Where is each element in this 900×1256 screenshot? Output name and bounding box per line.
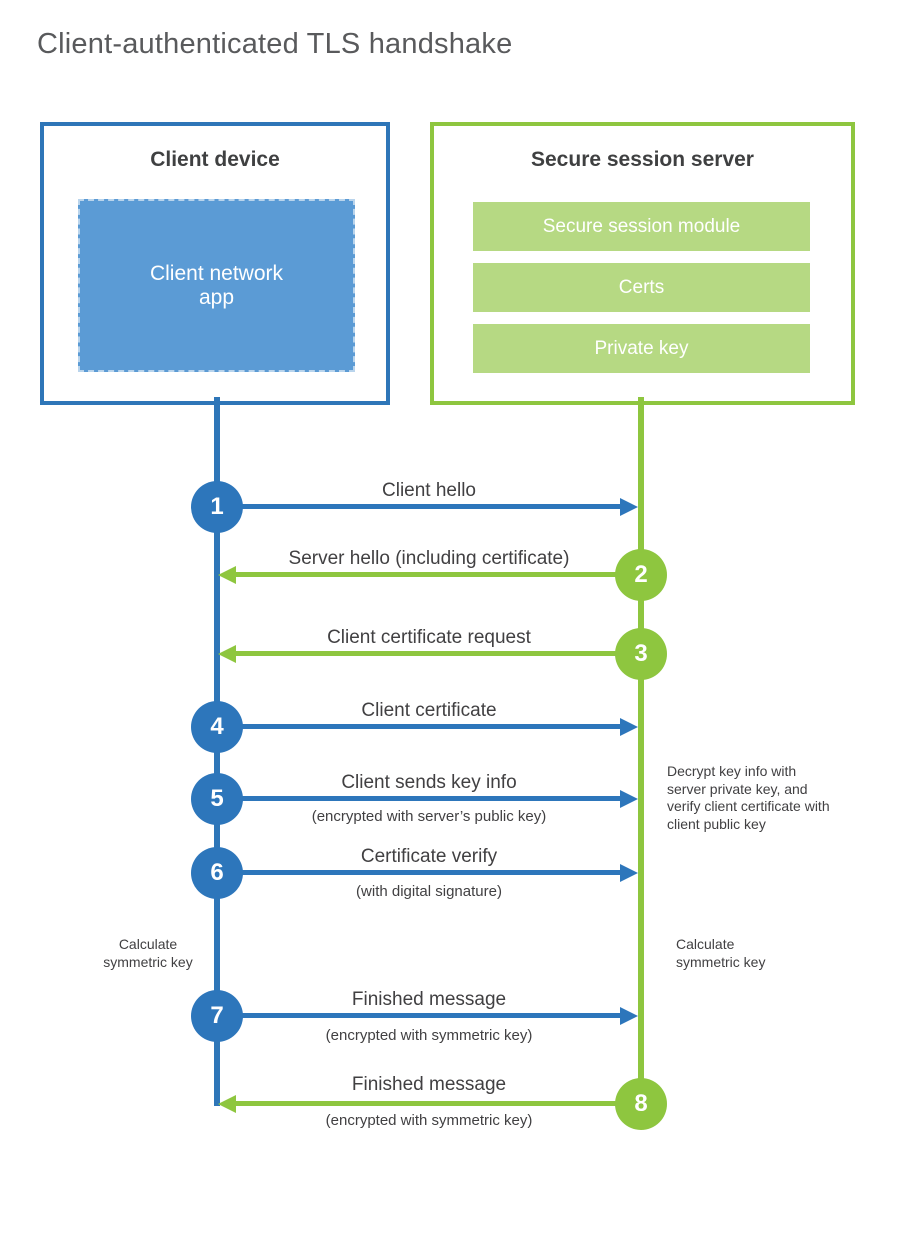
message-label: Client hello <box>382 480 476 501</box>
message-label: Certificate verify <box>360 846 498 867</box>
client-network-app-box: Client network app <box>78 199 355 372</box>
step-circle: 6 <box>191 847 243 899</box>
message-arrow-line <box>236 1101 620 1106</box>
step-number: 7 <box>210 1002 224 1029</box>
message-arrow-line <box>240 504 624 509</box>
message-arrow-line <box>236 651 620 656</box>
server-module-bar: Secure session module <box>473 202 810 251</box>
message-sublabel: (encrypted with symmetric key) <box>325 1112 533 1129</box>
step-number: 4 <box>210 713 224 740</box>
step-circle: 7 <box>191 990 243 1042</box>
message-arrow-line <box>236 572 620 577</box>
step-number: 3 <box>634 640 648 667</box>
step-number: 5 <box>210 785 224 812</box>
message-arrow-head <box>620 718 638 736</box>
step-number: 1 <box>210 493 224 520</box>
step-number: 8 <box>634 1090 648 1117</box>
note-calculate-symmetric-key-server: Calculate symmetric key <box>676 936 766 970</box>
step-circle: 8 <box>615 1078 667 1130</box>
message-sublabel: (encrypted with server’s public key) <box>311 808 547 825</box>
note-decrypt-key-info: Decrypt key info with server private key… <box>667 763 830 832</box>
step-circle: 3 <box>615 628 667 680</box>
step-number: 2 <box>634 561 648 588</box>
secure-session-server-box: Secure session server Secure session mod… <box>430 122 855 405</box>
message-label: Client certificate request <box>327 627 531 648</box>
message-arrow-head <box>620 498 638 516</box>
message-arrow-head <box>218 566 236 584</box>
message-arrow-head <box>620 790 638 808</box>
note-calculate-symmetric-key-client: Calculate symmetric key <box>103 936 193 970</box>
server-module-bar: Certs <box>473 263 810 312</box>
message-label: Finished message <box>351 989 507 1010</box>
message-arrow-line <box>240 870 624 875</box>
message-arrow-line <box>240 796 624 801</box>
message-arrow-line <box>240 724 624 729</box>
message-sublabel: (encrypted with symmetric key) <box>325 1027 533 1044</box>
message-arrow-head <box>620 1007 638 1025</box>
message-arrow-head <box>218 1095 236 1113</box>
message-label: Finished message <box>351 1074 507 1095</box>
step-circle: 2 <box>615 549 667 601</box>
server-lifeline <box>638 397 644 1104</box>
step-circle: 4 <box>191 701 243 753</box>
message-label: Client sends key info <box>341 772 517 793</box>
client-network-app-label: Client network app <box>149 261 284 309</box>
secure-session-server-title: Secure session server <box>531 148 754 171</box>
server-module-bar: Private key <box>473 324 810 373</box>
message-arrow-head <box>620 864 638 882</box>
message-arrow-line <box>240 1013 624 1018</box>
message-label: Server hello (including certificate) <box>288 548 570 569</box>
client-device-box: Client device Client network app <box>40 122 390 405</box>
message-arrow-head <box>218 645 236 663</box>
step-number: 6 <box>210 859 224 886</box>
client-device-title: Client device <box>150 148 280 171</box>
step-circle: 1 <box>191 481 243 533</box>
message-label: Client certificate <box>361 700 497 721</box>
message-sublabel: (with digital signature) <box>356 883 502 900</box>
step-circle: 5 <box>191 773 243 825</box>
page-title: Client-authenticated TLS handshake <box>37 28 513 60</box>
